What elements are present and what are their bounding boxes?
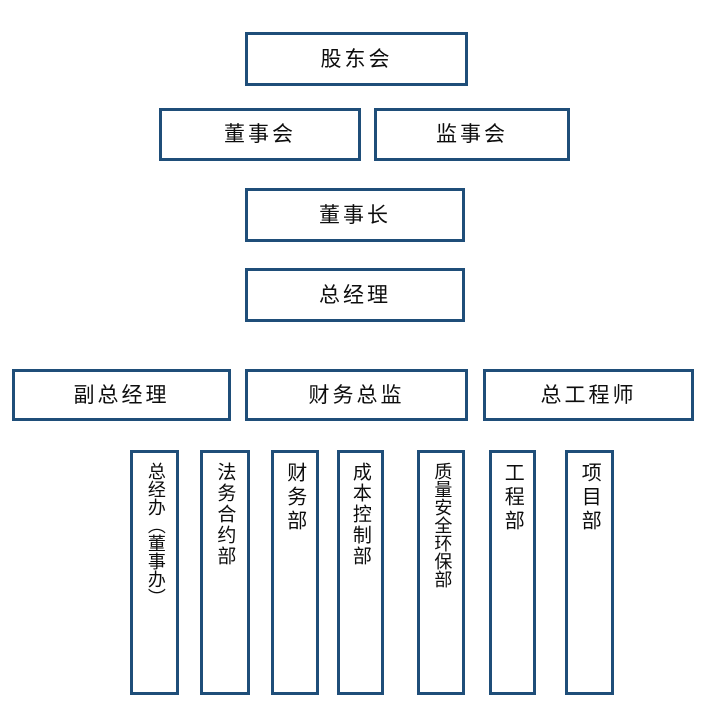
org-node-label: 财务总监 bbox=[308, 382, 405, 407]
org-node-label: 法务合约部 bbox=[214, 462, 237, 567]
org-node-label: 项目部 bbox=[578, 462, 603, 534]
org-node-board-of-supervisors[interactable]: 监事会 bbox=[374, 108, 570, 161]
org-node-finance-dept[interactable]: 财务部 bbox=[271, 450, 319, 695]
org-node-chairman[interactable]: 董事长 bbox=[245, 188, 465, 242]
org-node-engineering-dept[interactable]: 工程部 bbox=[489, 450, 536, 695]
org-node-chief-engineer[interactable]: 总工程师 bbox=[483, 369, 694, 421]
org-node-label: 董事会 bbox=[224, 122, 296, 146]
org-node-label: 财务部 bbox=[283, 462, 308, 534]
org-node-label: 质量安全环保部 bbox=[431, 462, 453, 588]
org-node-label: 监事会 bbox=[436, 122, 508, 146]
org-node-label: 股东会 bbox=[320, 46, 393, 71]
org-node-shareholders[interactable]: 股东会 bbox=[245, 32, 468, 86]
org-node-label: 总经办（董事办） bbox=[144, 462, 166, 606]
org-node-project-dept[interactable]: 项目部 bbox=[565, 450, 614, 695]
org-node-label: 总经理 bbox=[319, 282, 391, 307]
org-node-label: 总工程师 bbox=[540, 382, 637, 407]
org-node-label: 成本控制部 bbox=[349, 462, 372, 567]
org-node-quality-safety-environment-dept[interactable]: 质量安全环保部 bbox=[417, 450, 465, 695]
org-node-label: 副总经理 bbox=[73, 382, 170, 407]
org-node-cfo[interactable]: 财务总监 bbox=[245, 369, 468, 421]
org-node-general-manager[interactable]: 总经理 bbox=[245, 268, 465, 322]
org-node-label: 董事长 bbox=[319, 202, 391, 227]
org-node-gm-office[interactable]: 总经办（董事办） bbox=[130, 450, 179, 695]
org-node-legal-contract-dept[interactable]: 法务合约部 bbox=[200, 450, 250, 695]
org-node-cost-control-dept[interactable]: 成本控制部 bbox=[337, 450, 384, 695]
org-node-deputy-general-manager[interactable]: 副总经理 bbox=[12, 369, 231, 421]
org-node-board-of-directors[interactable]: 董事会 bbox=[159, 108, 361, 161]
org-node-label: 工程部 bbox=[501, 462, 526, 534]
